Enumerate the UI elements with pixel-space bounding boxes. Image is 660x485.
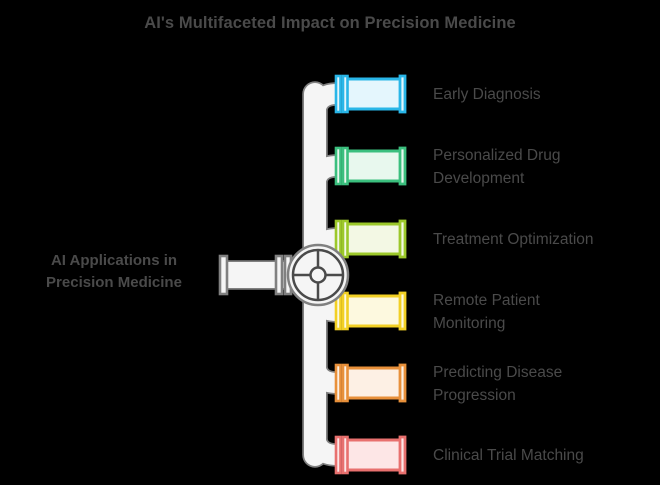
root-label-line-2: Precision Medicine: [46, 274, 182, 291]
pipe-body-early-diagnosis: [342, 77, 406, 111]
branch-label-line: Personalized Drug: [433, 147, 561, 164]
pipe-body-clinical-trial-matching: [342, 438, 406, 472]
pipe-flange-left-outer-early-diagnosis: [334, 74, 342, 114]
pipe-flange-left-inner-predicting-disease-progression: [341, 363, 349, 403]
pipe-body-personalized-drug-development: [342, 149, 406, 183]
pipe-body-remote-patient-monitoring: [342, 294, 406, 328]
pipe-segment-treatment-optimization[interactable]: [334, 219, 407, 259]
pipe-body-treatment-optimization: [342, 222, 406, 256]
terminal-segments: [334, 74, 407, 475]
pipe-flange-right-early-diagnosis: [398, 74, 407, 114]
branch-label-line: Progression: [433, 387, 516, 404]
inlet-ring-outer: [274, 254, 284, 296]
branch-label-line: Monitoring: [433, 315, 506, 332]
root-label-line-1: AI Applications in: [50, 252, 178, 269]
root-node-label: AI Applications in Precision Medicine: [14, 250, 214, 294]
pipe-flange-left-inner-early-diagnosis: [341, 74, 349, 114]
pipe-flange-left-outer-personalized-drug-development: [334, 146, 342, 186]
valve-hub: [309, 266, 327, 284]
pipe-flange-right-remote-patient-monitoring: [398, 291, 407, 331]
pipe-flange-left-inner-personalized-drug-development: [341, 146, 349, 186]
branch-label-line: Treatment Optimization: [433, 231, 594, 248]
pipe-segment-predicting-disease-progression[interactable]: [334, 363, 407, 403]
pipe-flange-left-outer-predicting-disease-progression: [334, 363, 342, 403]
branch-label-line: Development: [433, 170, 525, 187]
inlet-end-flange: [218, 254, 229, 296]
branch-label-early-diagnosis: Early Diagnosis: [433, 83, 655, 106]
pipe-segment-remote-patient-monitoring[interactable]: [334, 291, 407, 331]
pipe-flange-left-inner-clinical-trial-matching: [341, 435, 349, 475]
pipe-segment-personalized-drug-development[interactable]: [334, 146, 407, 186]
pipe-segment-early-diagnosis[interactable]: [334, 74, 407, 114]
pipe-flange-right-clinical-trial-matching: [398, 435, 407, 475]
pipe-body-predicting-disease-progression: [342, 366, 406, 400]
branch-label-treatment-optimization: Treatment Optimization: [433, 228, 655, 251]
pipe-flange-left-inner-remote-patient-monitoring: [341, 291, 349, 331]
branch-label-line: Clinical Trial Matching: [433, 447, 584, 464]
pipe-flange-left-outer-clinical-trial-matching: [334, 435, 342, 475]
branch-label-line: Early Diagnosis: [433, 86, 541, 103]
valve-wheel[interactable]: [286, 243, 350, 307]
pipe-flange-right-treatment-optimization: [398, 219, 407, 259]
pipe-flange-left-inner-treatment-optimization: [341, 219, 349, 259]
branch-label-line: Remote Patient: [433, 292, 540, 309]
branch-label-line: Predicting Disease: [433, 364, 563, 381]
branch-label-clinical-trial-matching: Clinical Trial Matching: [433, 444, 655, 467]
pipe-flange-right-personalized-drug-development: [398, 146, 407, 186]
pipe-segment-clinical-trial-matching[interactable]: [334, 435, 407, 475]
pipe-flange-right-predicting-disease-progression: [398, 363, 407, 403]
page-title: AI's Multifaceted Impact on Precision Me…: [144, 14, 516, 32]
